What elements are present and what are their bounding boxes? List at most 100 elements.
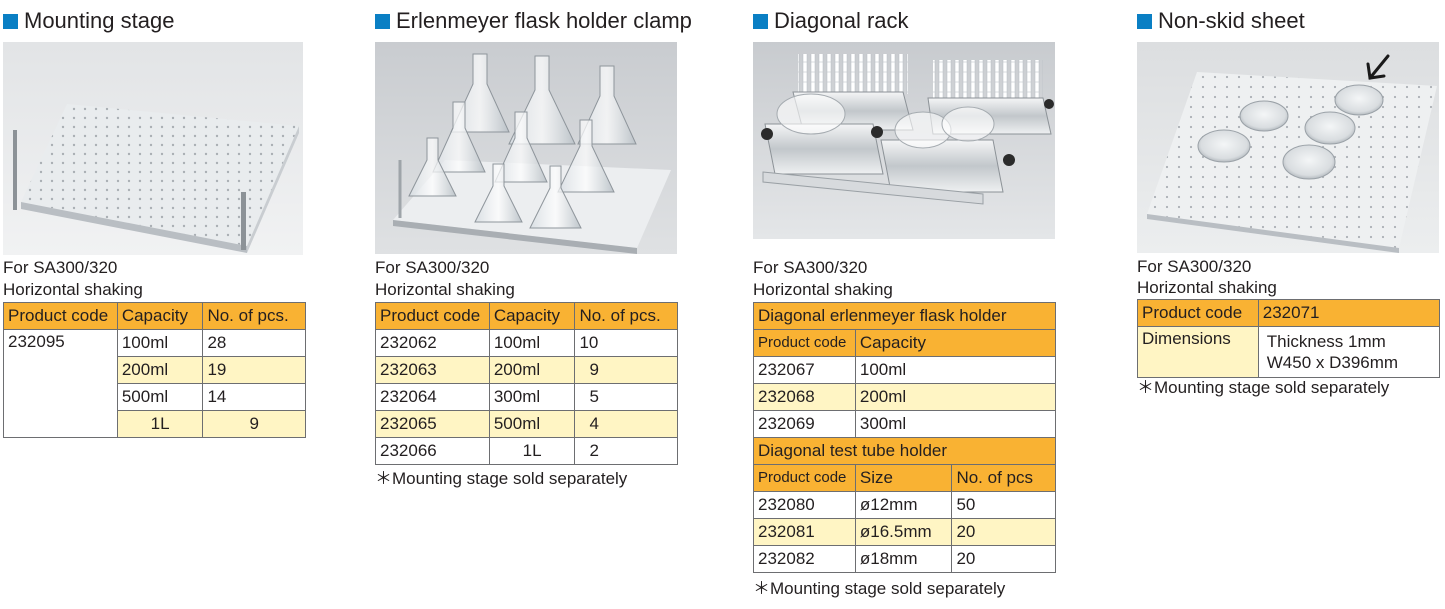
- pcs-cell: 20: [951, 518, 1056, 546]
- product-code-cell: 232063: [375, 356, 490, 384]
- blue-square-icon: [3, 14, 18, 29]
- product-code-cell: 232095: [3, 329, 118, 438]
- table-row: 232065 500ml 4: [375, 410, 678, 438]
- product-code-cell: 232066: [375, 437, 490, 465]
- diagonal-rack-table: Diagonal erlenmeyer flask holder Product…: [753, 302, 1057, 573]
- nonskid-shaking-line: Horizontal shaking: [1137, 278, 1277, 297]
- table-row: 232080 ø12mm 50: [753, 491, 1056, 519]
- dimensions-label: Dimensions: [1137, 326, 1259, 378]
- mounting-shaking-line: Horizontal shaking: [3, 280, 143, 299]
- erlenmeyer-clamp-table: Product code Capacity No. of pcs. 232062…: [375, 302, 678, 465]
- mounting-stage-table: Product code Capacity No. of pcs. 232095…: [3, 302, 306, 438]
- table-row: 500ml 14: [4, 383, 306, 411]
- nonskid-note: ＊Mounting stage sold separately: [1137, 378, 1390, 397]
- capacity-cell: 100ml: [116, 329, 204, 357]
- header-cell: Product code: [3, 302, 118, 330]
- product-code-cell: 232081: [753, 518, 856, 546]
- table-row: 232067 100ml: [753, 356, 1057, 384]
- capacity-cell: 500ml: [488, 410, 576, 438]
- table-row: 232066 1L 2: [375, 437, 678, 465]
- header-cell: Capacity: [488, 302, 576, 330]
- pcs-cell: 28: [202, 329, 306, 357]
- non-skid-sheet-heading: Non-skid sheet: [1137, 8, 1305, 34]
- header-cell: Product code: [753, 464, 856, 492]
- blue-square-icon: [1137, 14, 1152, 29]
- table-row: Dimensions Thickness 1mm W450 x D396mm: [1137, 326, 1441, 378]
- pcs-cell: 9: [202, 410, 306, 438]
- product-code-cell: 232067: [753, 356, 856, 384]
- header-cell: Size: [854, 464, 953, 492]
- table-row: 232063 200ml 9: [375, 356, 678, 384]
- table-header-row: Product code Capacity No. of pcs.: [3, 302, 306, 330]
- dimensions-value: Thickness 1mm W450 x D396mm: [1257, 326, 1441, 378]
- product-code-cell: 232064: [375, 383, 490, 411]
- erlenmeyer-note: ＊Mounting stage sold separately: [375, 469, 628, 488]
- flask-holder-title: Diagonal erlenmeyer flask holder: [753, 302, 1056, 330]
- table-row: 232064 300ml 5: [375, 383, 678, 411]
- diagonal-note: ＊Mounting stage sold separately: [753, 579, 1006, 598]
- product-code-cell: 232069: [753, 410, 856, 438]
- header-cell: No. of pcs.: [202, 302, 306, 330]
- blue-square-icon: [753, 14, 768, 29]
- header-cell: Capacity: [854, 329, 1057, 357]
- header-cell: Product code: [753, 329, 856, 357]
- product-code-cell: 232065: [375, 410, 490, 438]
- capacity-cell: 500ml: [116, 383, 204, 411]
- size-cell: ø12mm: [854, 491, 953, 519]
- tube-holder-title: Diagonal test tube holder: [753, 437, 1056, 465]
- erlenmeyer-clamp-photo: [375, 42, 677, 254]
- capacity-cell: 1L: [116, 410, 204, 438]
- pcs-cell: 4: [574, 410, 678, 438]
- diagonal-compat-line: For SA300/320: [753, 258, 868, 277]
- table-row: 232095 100ml 28: [3, 329, 306, 438]
- table-row: 232068 200ml: [753, 383, 1057, 411]
- capacity-cell: 100ml: [854, 356, 1057, 384]
- pcs-cell: 20: [951, 545, 1056, 573]
- capacity-cell: 300ml: [854, 410, 1057, 438]
- mounting-stage-photo: [3, 42, 303, 255]
- pcs-cell: 10: [574, 329, 678, 357]
- size-cell: ø18mm: [854, 545, 953, 573]
- capacity-cell: 100ml: [488, 329, 576, 357]
- capacity-cell: 200ml: [488, 356, 576, 384]
- flask-holder-title-row: Diagonal erlenmeyer flask holder: [753, 302, 1056, 330]
- capacity-cell: 300ml: [488, 383, 576, 411]
- table-row: 232069 300ml: [753, 410, 1057, 438]
- pcs-cell: 2: [574, 437, 678, 465]
- mounting-compat-line: For SA300/320: [3, 258, 118, 277]
- table-header-row: Product code Capacity: [753, 329, 1057, 357]
- erlenmeyer-shaking-line: Horizontal shaking: [375, 280, 515, 299]
- table-header-row: Product code Size No. of pcs: [753, 464, 1056, 492]
- mounting-stage-heading: Mounting stage: [3, 8, 174, 34]
- product-code-cell: 232062: [375, 329, 490, 357]
- pcs-cell: 19: [202, 356, 306, 384]
- diagonal-rack-photo: [753, 42, 1055, 239]
- product-code-cell: 232068: [753, 383, 856, 411]
- non-skid-sheet-table: Product code 232071 Dimensions Thickness…: [1137, 299, 1441, 378]
- diagonal-rack-heading: Diagonal rack: [753, 8, 909, 34]
- header-cell: No. of pcs: [951, 464, 1056, 492]
- thickness-line: Thickness 1mm: [1266, 332, 1386, 351]
- size-cell: ø16.5mm: [854, 518, 953, 546]
- table-row: 232082 ø18mm 20: [753, 545, 1056, 573]
- capacity-cell: 200ml: [116, 356, 204, 384]
- product-code-value: 232071: [1257, 299, 1441, 327]
- pcs-cell: 9: [574, 356, 678, 384]
- product-code-cell: 232080: [753, 491, 856, 519]
- pcs-cell: 5: [574, 383, 678, 411]
- table-row: 200ml 19: [4, 356, 306, 384]
- pcs-cell: 14: [202, 383, 306, 411]
- arrow-down-left-icon: [1366, 54, 1390, 80]
- blue-square-icon: [375, 14, 390, 29]
- table-header-row: Product code Capacity No. of pcs.: [375, 302, 678, 330]
- table-row: 1L 9: [4, 410, 306, 438]
- capacity-cell: 200ml: [854, 383, 1057, 411]
- table-row: 232062 100ml 10: [375, 329, 678, 357]
- header-cell: No. of pcs.: [574, 302, 678, 330]
- product-code-label: Product code: [1137, 299, 1259, 327]
- product-code-cell: 232082: [753, 545, 856, 573]
- erlenmeyer-clamp-heading: Erlenmeyer flask holder clamp: [375, 8, 692, 34]
- header-cell: Product code: [375, 302, 490, 330]
- nonskid-compat-line: For SA300/320: [1137, 257, 1252, 276]
- size-line: W450 x D396mm: [1266, 353, 1399, 372]
